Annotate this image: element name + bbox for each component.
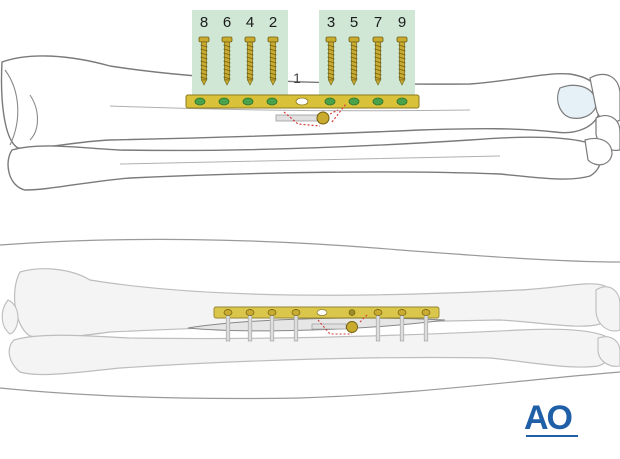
bottom-screw xyxy=(291,309,301,342)
bottom-lag-screw xyxy=(311,321,358,333)
top-forearm-illustration: 8 6 4 2 3 5 7 9 1 xyxy=(0,10,620,191)
top-ulna-bone xyxy=(7,136,601,191)
screw-label-3: 3 xyxy=(327,14,335,31)
top-screw-5 xyxy=(348,36,360,86)
top-plate-holes xyxy=(194,97,408,106)
top-proximal-end xyxy=(4,69,39,146)
top-carpal-bones xyxy=(557,73,620,166)
top-screw-6 xyxy=(221,36,233,86)
screw-label-5: 5 xyxy=(350,14,358,31)
bottom-screw xyxy=(373,309,383,342)
bottom-radius-bone xyxy=(13,268,612,339)
top-screws xyxy=(198,36,408,86)
ao-logo: AO xyxy=(524,399,578,437)
top-ulna-inner-line xyxy=(119,155,501,165)
screw-label-8: 8 xyxy=(200,14,208,31)
top-screw-2 xyxy=(267,36,279,86)
bottom-ulna-bone xyxy=(8,328,612,376)
top-screw-labels: 8 6 4 2 3 5 7 9 1 xyxy=(200,14,406,86)
bottom-proximal-end xyxy=(1,299,19,335)
screw-label-6: 6 xyxy=(223,14,231,31)
bottom-screw xyxy=(245,309,255,342)
screw-label-9: 9 xyxy=(398,14,406,31)
top-lag-screw xyxy=(275,111,330,125)
top-fracture-line xyxy=(283,103,347,127)
top-screw-9 xyxy=(396,36,408,86)
center-hole-label: 1 xyxy=(293,70,301,86)
bottom-screw xyxy=(267,309,277,342)
bottom-screw xyxy=(421,309,431,342)
bottom-screw xyxy=(223,309,233,342)
bottom-screws xyxy=(223,309,431,342)
top-radius-inner-line xyxy=(109,105,471,112)
top-screw-7 xyxy=(372,36,384,86)
top-screw-8 xyxy=(198,36,210,86)
bottom-carpal-bones xyxy=(595,286,620,367)
screw-label-2: 2 xyxy=(269,14,277,31)
top-screw-4 xyxy=(244,36,256,86)
bottom-forearm-illustration xyxy=(0,238,620,400)
bottom-screw xyxy=(397,309,407,342)
bottom-fracture-line xyxy=(317,313,369,335)
screw-label-7: 7 xyxy=(374,14,382,31)
ao-logo-text: AO xyxy=(524,399,573,437)
screw-label-4: 4 xyxy=(246,14,254,31)
bottom-soft-tissue-outline xyxy=(0,238,620,263)
bottom-soft-tissue-outline-lower xyxy=(0,371,620,400)
top-screw-3 xyxy=(325,36,337,86)
